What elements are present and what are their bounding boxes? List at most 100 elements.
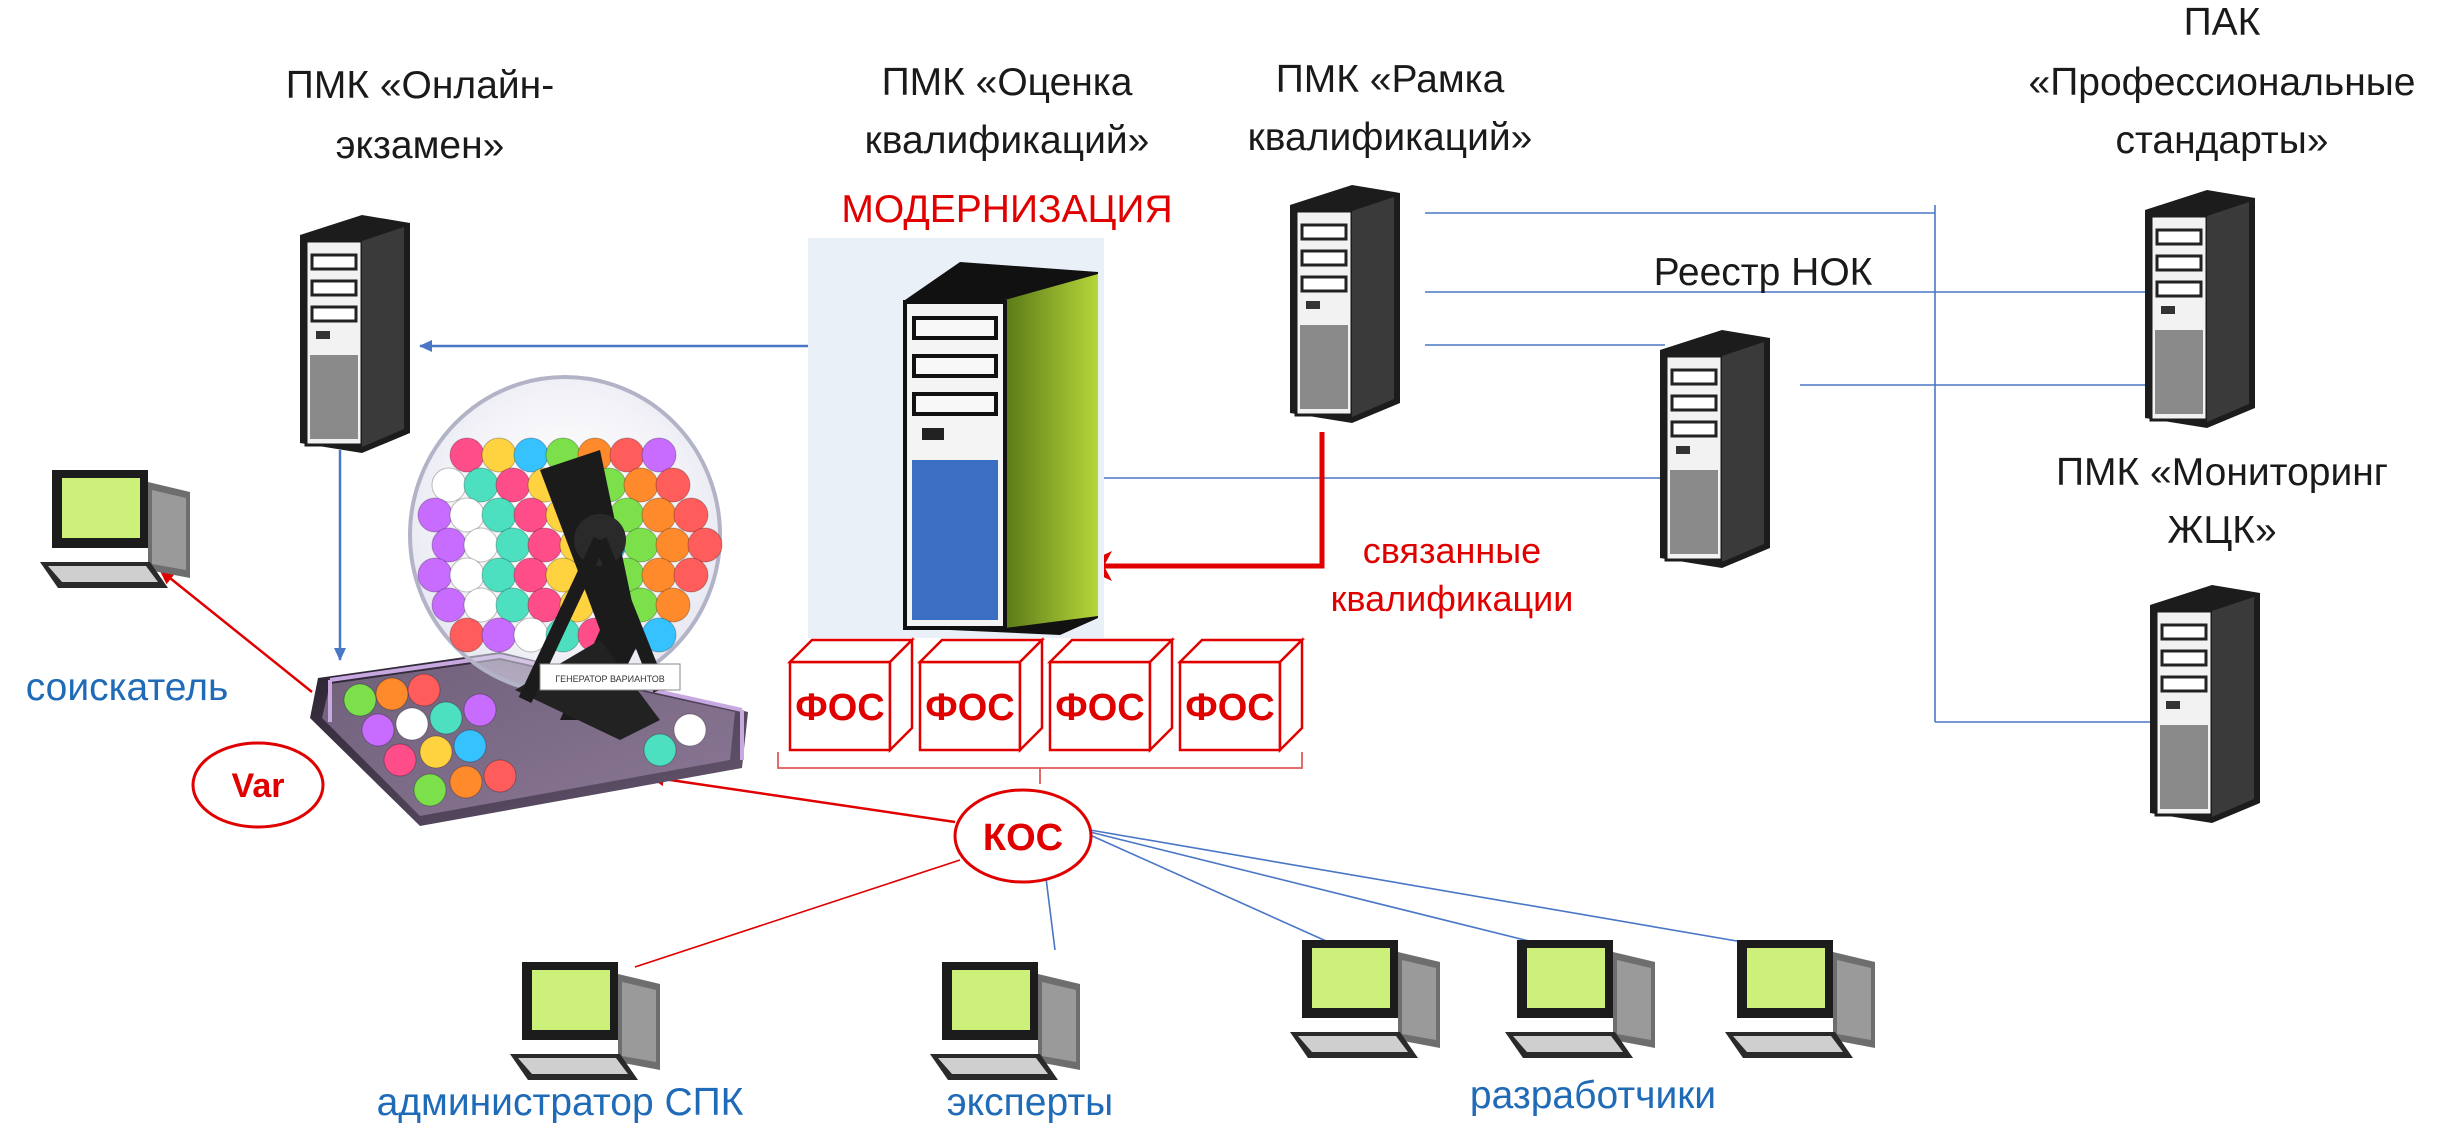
fos-block: ФОС [1176,636,1306,754]
lottery-ball [481,497,517,533]
lottery-ball [641,437,677,473]
framework-title-1: ПМК «Рамка [1276,58,1505,101]
lottery-ball [495,527,531,563]
fos-label: ФОС [1055,687,1144,729]
workstation-developer-2 [1505,940,1655,1058]
registry-label: Реестр НОК [1654,251,1873,294]
fos-block: ФОС [786,636,916,754]
monitoring-title-1: ПМК «Мониторинг [2056,451,2388,494]
arrow-kos-lottery [649,772,956,824]
lottery-ball [513,437,549,473]
standards-title-3: стандарты» [2115,119,2328,162]
lottery-ball [513,497,549,533]
lottery-ball [687,527,723,563]
fos-label: ФОС [795,687,884,729]
lottery-ball [641,557,677,593]
lottery-ball [463,587,499,623]
server-prof-standards [2145,190,2255,428]
link-kos-dev1 [1089,834,1336,946]
fos-block: ФОС [916,636,1046,754]
lottery-ball [655,467,691,503]
lottery-ball [463,527,499,563]
assessment-title-2: квалификаций» [865,119,1150,162]
lottery-ball [395,707,429,741]
related-qualifications-line2: квалификации [1331,578,1574,619]
lottery-ball [449,765,483,799]
role-experts: эксперты [947,1081,1113,1124]
lottery-ball [449,557,485,593]
fos-label: ФОС [1185,687,1274,729]
var-label: Var [232,767,285,805]
lottery-ball [449,437,485,473]
server-assessment [808,238,1104,638]
server-monitoring [2150,585,2260,823]
online-exam-title-1: ПМК «Онлайн- [286,64,554,107]
link-kos-dev3 [1089,829,1761,946]
lottery-ball [419,735,453,769]
lottery-ball [343,683,377,717]
server-registry [1660,330,1770,568]
lottery-ball [431,527,467,563]
fos-label: ФОС [925,687,1014,729]
lottery-ball [609,437,645,473]
role-applicant: соискатель [26,666,229,709]
fos-brace [777,752,1303,769]
lottery-ball [527,527,563,563]
lottery-plate-text: ГЕНЕРАТОР ВАРИАНТОВ [555,674,664,684]
link-kos-dev2 [1089,831,1546,946]
lottery-ball [655,587,691,623]
lottery-ball [449,497,485,533]
arrow-lottery-applicant [159,569,313,693]
fos-block: ФОС [1046,636,1176,754]
lottery-ball [513,557,549,593]
lottery-ball [453,729,487,763]
link-kos-experts [1044,869,1056,951]
lottery-ball [449,617,485,653]
lottery-ball [623,467,659,503]
lottery-ball [495,587,531,623]
lottery-ball [641,497,677,533]
kos-ellipse [953,788,1093,884]
arrow-related-qualifications [1080,432,1325,581]
role-developers: разработчики [1470,1074,1716,1117]
lottery-ball [655,527,691,563]
standards-title-2: «Профессиональные [2029,61,2416,104]
lottery-ball [429,701,463,735]
lottery-ball [481,437,517,473]
lottery-ball [673,557,709,593]
lottery-machine-image [310,375,748,826]
workstation-applicant [40,470,190,588]
workstation-developer-3 [1725,940,1875,1058]
var-ellipse [191,741,325,829]
lottery-ball [481,617,517,653]
fos-blocks: ФОС ФОС ФОС ФОС [786,636,1306,754]
workstation-developer-1 [1290,940,1440,1058]
lottery-ball [375,677,409,711]
lottery-ball [407,673,441,707]
lottery-ball [643,733,677,767]
lottery-ball [417,557,453,593]
lottery-ball [383,743,417,777]
lottery-ball [431,587,467,623]
workstation-admin [510,962,660,1080]
lottery-ball [673,713,707,747]
link-lines [1044,205,2160,951]
lottery-ball [417,497,453,533]
modernization-label: МОДЕРНИЗАЦИЯ [841,188,1172,231]
workstation-experts [930,962,1080,1080]
lottery-ball [413,773,447,807]
server-online-exam [300,215,410,453]
online-exam-title-2: экзамен» [336,124,505,167]
lottery-ball [673,497,709,533]
lottery-ball [463,693,497,727]
lottery-ball [463,467,499,503]
lottery-ball [495,467,531,503]
lottery-ball [623,527,659,563]
lottery-ball [481,557,517,593]
lottery-ball [431,467,467,503]
lottery-ball [361,713,395,747]
lottery-ball [483,759,517,793]
standards-title-1: ПАК [2184,1,2261,44]
server-framework [1290,185,1400,423]
